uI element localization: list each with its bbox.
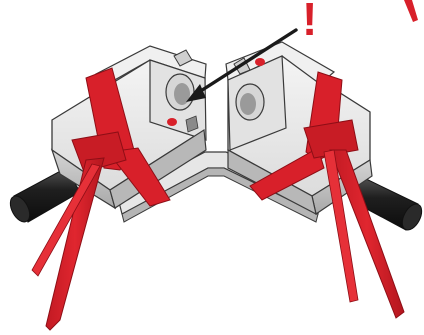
cable-tie-tail-top	[404, 0, 418, 22]
exclamation-icon: !	[302, 0, 317, 44]
